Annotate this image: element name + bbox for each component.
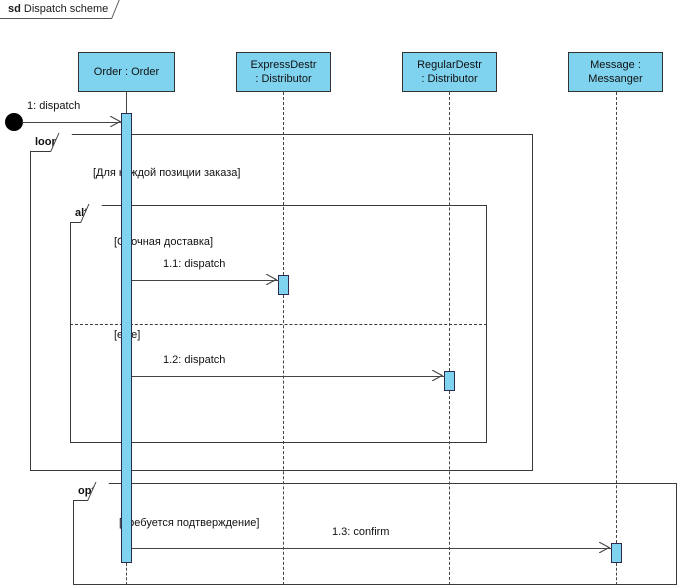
message-arrowhead-1-1: [266, 274, 277, 285]
lifeline-head-messenger-line2: Messanger: [588, 73, 643, 85]
message-label-1-3: 1.3: confirm: [332, 526, 390, 538]
lifeline-line-messenger: [616, 92, 617, 543]
message-arrowhead-1-2: [432, 370, 443, 381]
start-node: [5, 113, 23, 131]
fragment-alt-operator-text: alt: [75, 207, 88, 219]
activation-messenger[interactable]: [611, 543, 622, 563]
lifeline-head-regular-destr[interactable]: RegularDestr : Distributor: [402, 52, 497, 92]
fragment-alt-guard-1: [Срочная доставка]: [114, 236, 214, 248]
message-line-1-2[interactable]: [132, 376, 445, 377]
fragment-loop-guard: [Для каждой позиции заказа]: [93, 167, 241, 179]
lifeline-head-order[interactable]: Order : Order: [78, 52, 175, 92]
activation-order[interactable]: [121, 113, 132, 563]
diagram-kind-keyword: sd: [8, 3, 21, 15]
message-arrowhead-1: [110, 116, 121, 127]
lifeline-line-messenger-lower: [616, 563, 617, 585]
activation-regular-destr[interactable]: [444, 371, 455, 391]
lifeline-head-regular-destr-line1: RegularDestr: [417, 59, 482, 71]
fragment-alt-operator-label: alt: [70, 205, 94, 223]
lifeline-line-order-bottom: [126, 563, 127, 585]
lifeline-line-express-destr: [283, 92, 284, 275]
lifeline-head-express-destr-line2: : Distributor: [255, 73, 312, 85]
fragment-alt-divider: [70, 324, 487, 325]
message-label-1-2: 1.2: dispatch: [163, 354, 226, 366]
message-line-1[interactable]: [22, 122, 122, 123]
activation-express-destr[interactable]: [278, 275, 289, 295]
diagram-title-text: Dispatch scheme: [23, 3, 109, 15]
lifeline-line-order-top: [126, 92, 127, 113]
fragment-opt-operator-text: opt: [78, 485, 96, 497]
fragment-opt-operator-label: opt: [73, 483, 102, 501]
lifeline-line-regular-destr: [449, 92, 450, 371]
lifeline-line-regular-destr-lower: [449, 391, 450, 585]
lifeline-line-express-destr-lower: [283, 295, 284, 585]
message-label-1-1: 1.1: dispatch: [163, 258, 226, 270]
lifeline-head-messenger-line1: Message :: [590, 59, 641, 71]
message-arrowhead-1-3: [599, 542, 610, 553]
fragment-opt-guard: [Требуется подтверждение]: [119, 517, 260, 529]
lifeline-head-express-destr[interactable]: ExpressDestr : Distributor: [236, 52, 331, 92]
message-line-1-1[interactable]: [132, 280, 279, 281]
lifeline-head-express-destr-line1: ExpressDestr: [250, 59, 317, 71]
message-line-1-3[interactable]: [132, 548, 612, 549]
lifeline-head-order-line1: Order : Order: [93, 66, 160, 78]
fragment-loop-operator-label: loop: [30, 134, 65, 152]
fragment-loop[interactable]: [30, 134, 533, 471]
diagram-frame-title: sd Dispatch scheme: [0, 0, 128, 19]
message-label-1: 1: dispatch: [27, 100, 81, 112]
lifeline-head-messenger[interactable]: Message : Messanger: [568, 52, 663, 92]
lifeline-head-regular-destr-line2: : Distributor: [421, 73, 478, 85]
fragment-loop-operator-text: loop: [35, 136, 59, 148]
